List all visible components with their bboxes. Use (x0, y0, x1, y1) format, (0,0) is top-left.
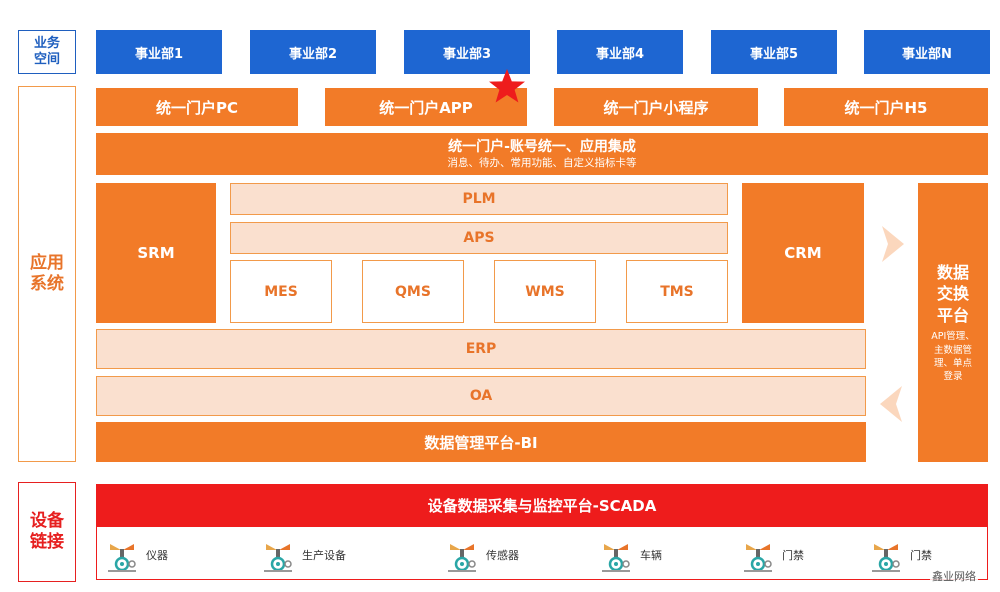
device-item-sensor: 传感器 (446, 538, 519, 572)
device-label: 门禁 (910, 549, 932, 562)
business-unit-1: 事业部1 (96, 30, 222, 74)
business-unit-n: 事业部N (864, 30, 990, 74)
arrow-left-icon (880, 386, 902, 422)
module-erp: ERP (96, 329, 866, 369)
device-label: 门禁 (782, 549, 804, 562)
device-item-access-control-1: 门禁 (742, 538, 804, 572)
module-qms: QMS (362, 260, 464, 323)
gear-valve-icon (108, 544, 136, 572)
device-label: 传感器 (486, 549, 519, 562)
device-item-production-equipment: 生产设备 (262, 538, 346, 572)
device-item-vehicle: 车辆 (600, 538, 662, 572)
business-unit-5: 事业部5 (711, 30, 837, 74)
module-wms: WMS (494, 260, 596, 323)
module-crm: CRM (742, 183, 864, 323)
arrow-right-icon (882, 226, 904, 262)
unified-portal-title: 统一门户-账号统一、应用集成 (448, 138, 636, 155)
gear-valve-icon (744, 544, 772, 572)
device-link-label: 设备 链接 (18, 482, 76, 582)
device-label: 生产设备 (302, 549, 346, 562)
portal-mini-program: 统一门户小程序 (554, 88, 758, 126)
device-item-access-control-2: 门禁 (870, 538, 932, 572)
business-unit-4: 事业部4 (557, 30, 683, 74)
gear-valve-icon (264, 544, 292, 572)
device-area (96, 526, 988, 580)
scada-platform: 设备数据采集与监控平台-SCADA (96, 484, 988, 526)
business-unit-2: 事业部2 (250, 30, 376, 74)
gear-valve-icon (448, 544, 476, 572)
watermark: 鑫业网络 (930, 568, 978, 584)
gear-valve-icon (872, 544, 900, 572)
data-exchange-desc: API管理、 主数据管 理、单点 登录 (931, 331, 975, 383)
portal-app: 统一门户APP (325, 88, 527, 126)
device-label: 仪器 (146, 549, 168, 562)
data-exchange-platform: 数据 交换 平台 API管理、 主数据管 理、单点 登录 (918, 183, 988, 462)
device-item-instrument: 仪器 (106, 538, 168, 572)
portal-pc: 统一门户PC (96, 88, 298, 126)
unified-portal-subtitle: 消息、待办、常用功能、自定义指标卡等 (447, 156, 637, 169)
business-unit-3: 事业部3 (404, 30, 530, 74)
unified-portal-bar: 统一门户-账号统一、应用集成 消息、待办、常用功能、自定义指标卡等 (96, 133, 988, 175)
module-srm: SRM (96, 183, 216, 323)
star-icon (489, 69, 525, 103)
application-system-label: 应用 系统 (18, 86, 76, 462)
module-mes: MES (230, 260, 332, 323)
portal-h5: 统一门户H5 (784, 88, 988, 126)
module-bi: 数据管理平台-BI (96, 422, 866, 462)
module-oa: OA (96, 376, 866, 416)
business-space-label: 业务 空间 (18, 30, 76, 74)
device-label: 车辆 (640, 549, 662, 562)
data-exchange-title: 数据 交换 平台 (936, 262, 969, 325)
gear-valve-icon (602, 544, 630, 572)
module-tms: TMS (626, 260, 728, 323)
module-aps: APS (230, 222, 728, 254)
module-plm: PLM (230, 183, 728, 215)
